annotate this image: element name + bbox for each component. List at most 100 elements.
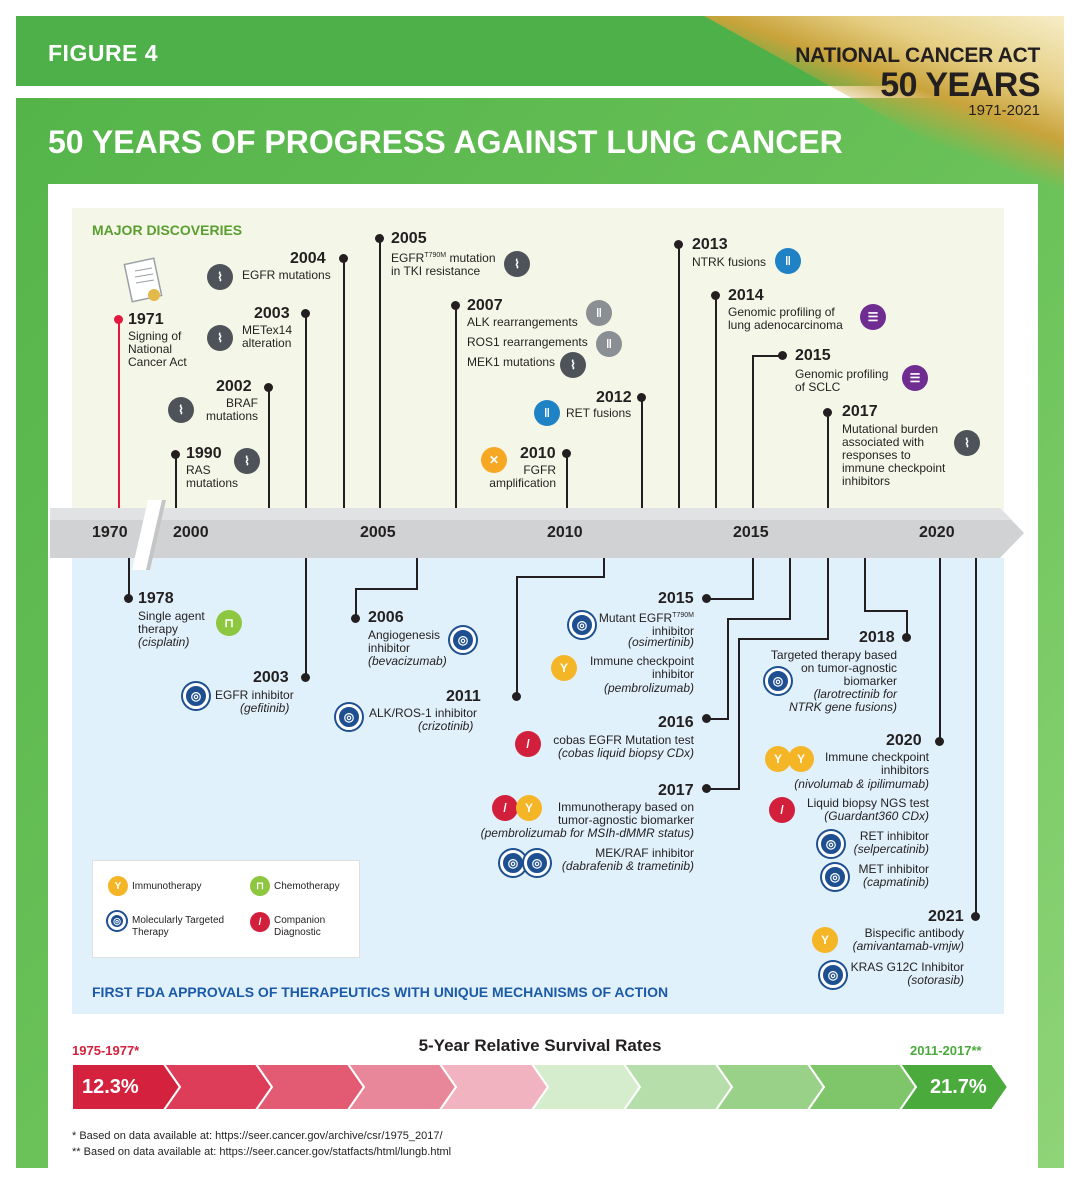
target-icon: ◎ (822, 864, 848, 890)
target-icon: ◎ (820, 962, 846, 988)
survival-segment (714, 1064, 826, 1110)
footnote-2: ** Based on data available at: https://s… (72, 1146, 452, 1158)
year-2014: 2014 (728, 287, 764, 304)
connector-1990 (175, 454, 177, 508)
year-2013: 2013 (692, 236, 728, 253)
survival-left-label: 1975-1977* (72, 1043, 140, 1058)
connector-2011-v (603, 558, 605, 578)
connector-2006-v2 (355, 588, 357, 618)
dna-icon: ⌇ (234, 448, 260, 474)
year-a2017: 2017 (658, 782, 694, 799)
connector-2015-h (752, 355, 782, 357)
timeline-axis (50, 500, 1024, 570)
year-2004: 2004 (290, 250, 326, 267)
tick-2000: 2000 (173, 524, 209, 541)
text-2010: FGFR amplification (489, 463, 556, 490)
connector-2004 (343, 258, 345, 508)
target-icon: ◎ (500, 850, 526, 876)
chemotherapy-icon: ⊓ (216, 610, 242, 636)
dot-a2015 (702, 594, 711, 603)
chromosome-icon: ‖ (586, 300, 612, 326)
immunotherapy-icon: Y (108, 876, 128, 896)
text-2012: RET fusions (566, 406, 632, 420)
dot-2014 (711, 291, 720, 300)
survival-left-value: 12.3% (82, 1076, 139, 1098)
survival-segment (530, 1064, 642, 1110)
year-a2016: 2016 (658, 714, 694, 731)
connector-2005 (379, 238, 381, 508)
text-a2015-1: Mutant EGFRT790M inhibitor (580, 609, 694, 639)
year-2005: 2005 (391, 230, 427, 247)
major-discoveries-label: MAJOR DISCOVERIES (92, 222, 243, 238)
companion-diagnostic-icon: / (769, 797, 795, 823)
year-2012: 2012 (596, 389, 632, 406)
dot-2004 (339, 254, 348, 263)
target-icon: ◎ (450, 627, 476, 653)
connector-a2020 (939, 558, 941, 741)
text-2006: Angiogenesis inhibitor (368, 628, 441, 655)
dot-2005 (375, 234, 384, 243)
dot-a2016 (702, 714, 711, 723)
connector-a2017-v2 (738, 638, 740, 790)
drug-a2020-3: (selpercatinib) (853, 842, 929, 856)
tick-1970: 1970 (92, 524, 128, 541)
text-1990: RAS mutations (186, 463, 239, 490)
discoveries-panel (72, 208, 1004, 510)
year-2017-disc: 2017 (842, 403, 878, 420)
survival-title: 5-Year Relative Survival Rates (418, 1036, 662, 1055)
target-icon: ◎ (765, 668, 791, 694)
connector-2018-v2 (906, 610, 908, 638)
text-2017-disc: Mutational burden associated with respon… (842, 422, 946, 488)
connector-a2015-h (706, 598, 754, 600)
dot-2018 (902, 633, 911, 642)
year-2015-disc: 2015 (795, 347, 831, 364)
connector-a2017-h (738, 638, 829, 640)
text-2007-ros1: ROS1 rearrangements (467, 335, 588, 349)
year-2002: 2002 (216, 378, 252, 395)
dot-2006 (351, 614, 360, 623)
connector-2016-h2 (706, 718, 729, 720)
dot-2021 (971, 912, 980, 921)
dot-2003 (301, 309, 310, 318)
act-line2: 50 YEARS (880, 66, 1040, 104)
connector-2018-h (864, 610, 908, 612)
text-a2020-2: Liquid biopsy NGS test (806, 796, 929, 810)
drug-a2020-2: (Guardant360 CDx) (824, 809, 929, 823)
drug-a2017-2: (dabrafenib & trametinib) (561, 859, 694, 873)
dot-2012 (637, 393, 646, 402)
dot-1990 (171, 450, 180, 459)
connector-2011-v2 (516, 576, 518, 696)
companion-diagnostic-icon: / (492, 795, 518, 821)
year-2011: 2011 (446, 688, 481, 705)
chromosome-icon: ‖ (775, 248, 801, 274)
drug-2006: (bevacizumab) (368, 654, 447, 668)
drug-2021-2: (sotorasib) (907, 973, 964, 987)
connector-2017 (827, 412, 829, 508)
survival-segment (346, 1064, 458, 1110)
text-2013: NTRK fusions (692, 255, 767, 269)
dot-a2003 (301, 673, 310, 682)
text-2014: Genomic profiling of lung adenocarcinoma (728, 305, 843, 332)
text-2005: EGFRT790M mutation in TKI resistance (391, 249, 496, 278)
companion-diagnostic-icon: / (250, 912, 270, 932)
year-2021: 2021 (928, 908, 964, 925)
connector-2016-v2 (727, 618, 729, 720)
immunotherapy-icon: Y (516, 795, 542, 821)
text-a2017-2: MEK/RAF inhibitor (595, 846, 694, 860)
target-icon: ◎ (183, 683, 209, 709)
text-a2015-sup: T790M (672, 612, 694, 619)
drug-2011: (crizotinib) (418, 719, 474, 733)
chromosome-icon: ‖ (596, 331, 622, 357)
connector-2006-h (355, 588, 418, 590)
dot-2013 (674, 240, 683, 249)
survival-segment (622, 1064, 734, 1110)
connector-1971 (118, 320, 120, 508)
text-2005-sup: T790M (424, 252, 447, 259)
year-a2015: 2015 (658, 590, 694, 607)
legend (92, 860, 360, 958)
text-a2020-3: RET inhibitor (859, 829, 929, 843)
target-icon: ◎ (524, 850, 550, 876)
survival-segment (162, 1064, 274, 1110)
dot-2010 (562, 449, 571, 458)
